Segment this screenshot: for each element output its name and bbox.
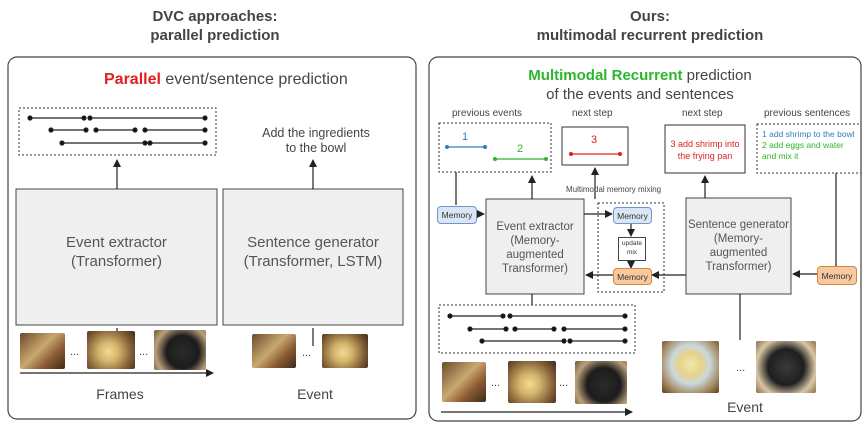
left-event-label: Event: [297, 386, 333, 402]
previous-events-label: previous events: [452, 108, 523, 119]
right-sentence-generator-label3: augmented: [709, 247, 768, 259]
right-panel: [428, 56, 862, 422]
frame-thumbnail: [756, 341, 816, 393]
event-dots: ...: [302, 347, 312, 359]
left-header-line1: DVC approaches:: [152, 8, 278, 25]
previous-event-segments: [445, 145, 548, 161]
right-frames-dots: ...: [559, 377, 569, 389]
prev-sentence-2a: 2 add eggs and water: [762, 140, 844, 150]
right-event-extractor-label3: augmented: [506, 249, 564, 261]
right-panel-title-line2: of the events and sentences: [546, 86, 734, 103]
prev-sentence-1: 1 add shrimp to the bowl: [762, 129, 855, 139]
mix-label: mix: [626, 249, 638, 256]
event-1-number: 1: [462, 131, 469, 143]
frame-thumbnail: [20, 333, 65, 369]
memory-mixing-label: Multimodal memory mixing: [566, 185, 662, 194]
frame-thumbnail: [322, 334, 368, 368]
event-2-number: 2: [517, 143, 524, 155]
right-header-line2: multimodal recurrent prediction: [536, 27, 764, 44]
previous-sentences-label: previous sentences: [764, 108, 851, 119]
left-panel-title: Parallel event/sentence prediction: [104, 71, 348, 88]
event-3-number: 3: [591, 134, 598, 146]
left-sentence-generator-box: [222, 188, 404, 326]
left-sentence-generator-label2: (Transformer, LSTM): [243, 253, 383, 270]
memory-right: Memory: [817, 266, 857, 285]
right-panel-title: Multimodal Recurrent prediction: [528, 67, 752, 84]
frames-dots: ...: [139, 346, 149, 358]
left-header-line2: parallel prediction: [150, 27, 280, 44]
right-event-extractor-label1: Event extractor: [496, 221, 574, 233]
caption-line1: Add the ingredients: [262, 126, 370, 140]
previous-sentences-box: [756, 123, 862, 174]
frame-thumbnail: [575, 361, 627, 404]
previous-events-box: [438, 122, 552, 173]
left-event-segments: [27, 115, 208, 146]
right-event-extractor-box: [485, 198, 585, 295]
next-sentence-line1: 3 add shrimp into: [670, 139, 740, 149]
update-label: update: [622, 240, 642, 247]
frame-thumbnail: [508, 361, 556, 403]
memory-mixing-box: [597, 202, 665, 293]
left-event-extractor-label2: (Transformer): [70, 253, 163, 270]
prev-sentence-2b: and mix it: [762, 151, 799, 161]
frame-thumbnail: [154, 330, 206, 370]
frame-thumbnail: [87, 331, 135, 369]
frame-thumbnail: [662, 341, 719, 393]
right-events-box: [438, 304, 636, 354]
frame-thumbnail: [442, 362, 486, 402]
next-sentence-line2: the frying pan: [677, 151, 733, 161]
right-sentence-generator-label4: Transformer): [705, 261, 772, 273]
memory-mix-bottom: Memory: [613, 268, 652, 285]
right-event-extractor-label2: (Memory-: [510, 235, 560, 247]
caption-line2: to the bowl: [285, 141, 347, 155]
right-sentence-generator-box: [685, 197, 792, 295]
right-event-segments: [447, 313, 628, 344]
next-step-label-right: next step: [682, 108, 723, 119]
memory-left: Memory: [437, 206, 477, 224]
right-frames-dots: ...: [491, 377, 501, 389]
update-mix-box: update mix: [618, 237, 646, 261]
left-panel: [7, 56, 417, 420]
left-sentence-generator-label1: Sentence generator: [247, 234, 379, 251]
next-step-label-left: next step: [572, 108, 613, 119]
right-sentence-generator-label2: (Memory-: [713, 233, 764, 245]
next-sentence-box: [664, 124, 746, 174]
left-event-extractor-label1: Event extractor: [66, 234, 167, 251]
next-event-box: [561, 126, 629, 166]
right-sentence-generator-label1: Sentence generator: [687, 219, 790, 231]
frame-thumbnail: [252, 334, 296, 368]
right-event-extractor-label4: Transformer): [501, 263, 569, 275]
right-header-line1: Ours:: [629, 8, 670, 25]
frames-label: Frames: [96, 386, 144, 402]
left-events-box: [18, 107, 217, 156]
left-event-extractor-box: [15, 188, 218, 326]
event-dots-right: ...: [736, 362, 746, 374]
frames-dots: ...: [70, 346, 80, 358]
right-event-label: Event: [727, 399, 763, 415]
memory-mix-top: Memory: [613, 207, 652, 224]
